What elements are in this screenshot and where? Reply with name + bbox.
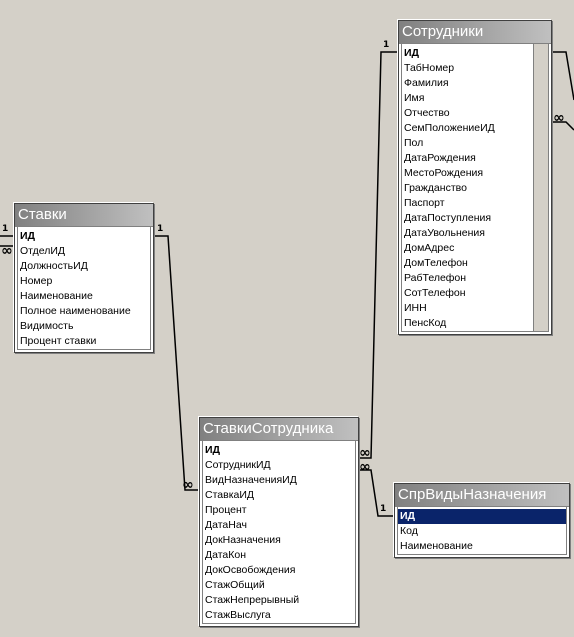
rel-many-label: ∞ <box>1 243 13 259</box>
field-item[interactable]: ДатаКон <box>205 549 247 561</box>
rel-many-label: ∞ <box>182 477 194 493</box>
field-item[interactable]: Наименование <box>20 290 93 302</box>
field-list[interactable]: ИД СотрудникИД ВидНазначенияИД СтавкаИД Проц… <box>202 441 356 624</box>
rel-one-label: 1 <box>157 224 164 234</box>
rel-many-label: ∞ <box>359 445 371 461</box>
rel-line-stavki-stavkisotrudnika <box>152 235 200 491</box>
field-item[interactable]: СтажНепрерывный <box>205 594 300 606</box>
field-item[interactable]: ВидНазначенияИД <box>205 474 297 486</box>
field-item[interactable]: Паспорт <box>404 197 445 209</box>
field-item[interactable]: СтажВыслуга <box>205 609 271 621</box>
table-title[interactable]: Сотрудники <box>399 21 551 44</box>
field-item[interactable]: Пол <box>404 137 424 149</box>
field-item[interactable]: СтавкаИД <box>205 489 255 501</box>
field-item[interactable]: Код <box>400 525 418 537</box>
field-item[interactable]: Имя <box>404 92 425 104</box>
field-item[interactable]: СемПоложениеИД <box>404 122 495 134</box>
table-title[interactable]: Ставки <box>15 204 153 227</box>
field-item[interactable]: Номер <box>20 275 53 287</box>
table-title[interactable]: СпрВидыНазначения <box>395 484 569 507</box>
vertical-scrollbar[interactable] <box>533 44 548 331</box>
field-item[interactable]: ДатаНач <box>205 519 247 531</box>
field-item[interactable]: ДолжностьИД <box>20 260 88 272</box>
field-item[interactable]: ПенсКод <box>404 317 447 329</box>
field-item[interactable]: ОтделИД <box>20 245 66 257</box>
field-item[interactable]: Процент ставки <box>20 335 97 347</box>
field-item[interactable]: ДокОсвобождения <box>205 564 296 576</box>
field-item[interactable]: ИД <box>404 47 420 59</box>
field-item[interactable]: ИД <box>20 230 36 242</box>
rel-line-sotrudniki-stavkisotrudnika <box>357 51 398 459</box>
field-item[interactable]: ИД <box>398 509 566 524</box>
rel-line-sotrudniki-right-1 <box>550 51 574 101</box>
field-item[interactable]: Фамилия <box>404 77 449 89</box>
field-item[interactable]: ИД <box>205 444 221 456</box>
field-item[interactable]: Полное наименование <box>20 305 131 317</box>
field-item[interactable]: СотТелефон <box>404 287 466 299</box>
field-item[interactable]: ТабНомер <box>404 62 455 74</box>
field-item[interactable]: ДатаУвольнения <box>404 227 485 239</box>
rel-line-sotrudniki-right-2 <box>550 121 574 131</box>
field-item[interactable]: Наименование <box>400 540 473 552</box>
field-item[interactable]: МестоРождения <box>404 167 484 179</box>
field-item[interactable]: ДатаПоступления <box>404 212 492 224</box>
table-stavki-sotrudnika[interactable]: СтавкиСотрудника ИД СотрудникИД ВидНазначе… <box>199 417 359 627</box>
rel-many-label: ∞ <box>553 110 565 126</box>
field-item[interactable]: ДокНазначения <box>205 534 281 546</box>
field-item[interactable]: РабТелефон <box>404 272 467 284</box>
rel-one-label: 1 <box>383 40 390 50</box>
field-item[interactable]: Процент <box>205 504 247 516</box>
rel-many-label: ∞ <box>359 459 371 475</box>
field-item[interactable]: ДомТелефон <box>404 257 468 269</box>
field-item[interactable]: ИНН <box>404 302 427 314</box>
table-title[interactable]: СтавкиСотрудника <box>200 418 358 441</box>
field-item[interactable]: Отчество <box>404 107 450 119</box>
field-item[interactable]: ДомАдрес <box>404 242 455 254</box>
rel-one-label: 1 <box>380 504 387 514</box>
field-item[interactable]: Видимость <box>20 320 74 332</box>
field-item[interactable]: СтажОбщий <box>205 579 265 591</box>
field-item[interactable]: Гражданство <box>404 182 467 194</box>
field-item[interactable]: СотрудникИД <box>205 459 271 471</box>
rel-line-sprvidy-stavkisotrudnika <box>357 469 394 517</box>
field-item[interactable]: ДатаРождения <box>404 152 476 164</box>
rel-one-label: 1 <box>2 224 9 234</box>
